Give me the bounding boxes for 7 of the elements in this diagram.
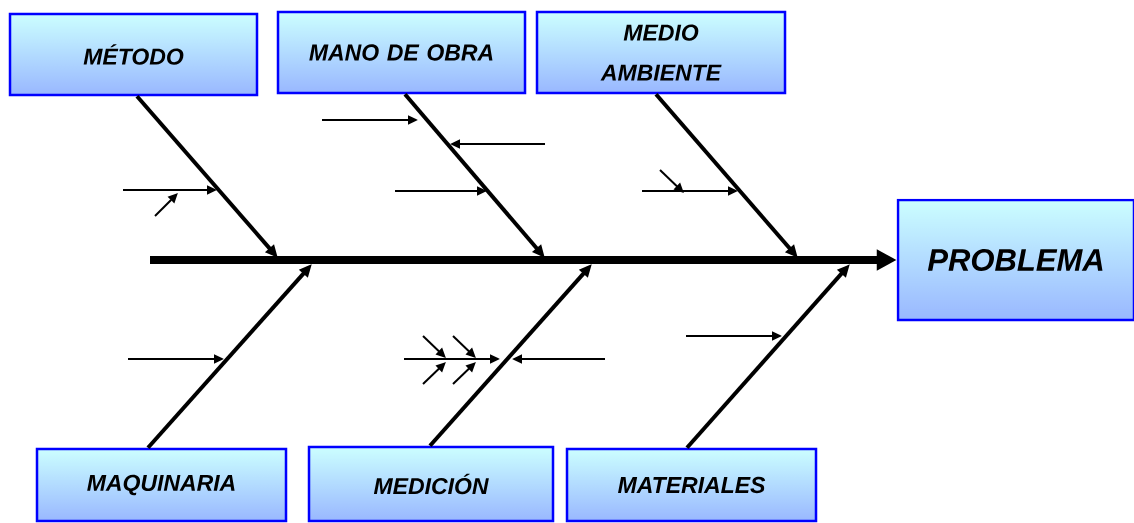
category-box: PROBLEMA	[896, 198, 1134, 322]
category-box: MANO DE OBRA	[276, 10, 527, 95]
category-box: MAQUINARIA	[35, 447, 288, 523]
category-box: MATERIALES	[565, 447, 818, 523]
category-box: MEDICIÓN	[307, 445, 555, 523]
category-box: MEDIO AMBIENTE	[535, 10, 787, 95]
category-box: MÉTODO	[8, 12, 259, 97]
